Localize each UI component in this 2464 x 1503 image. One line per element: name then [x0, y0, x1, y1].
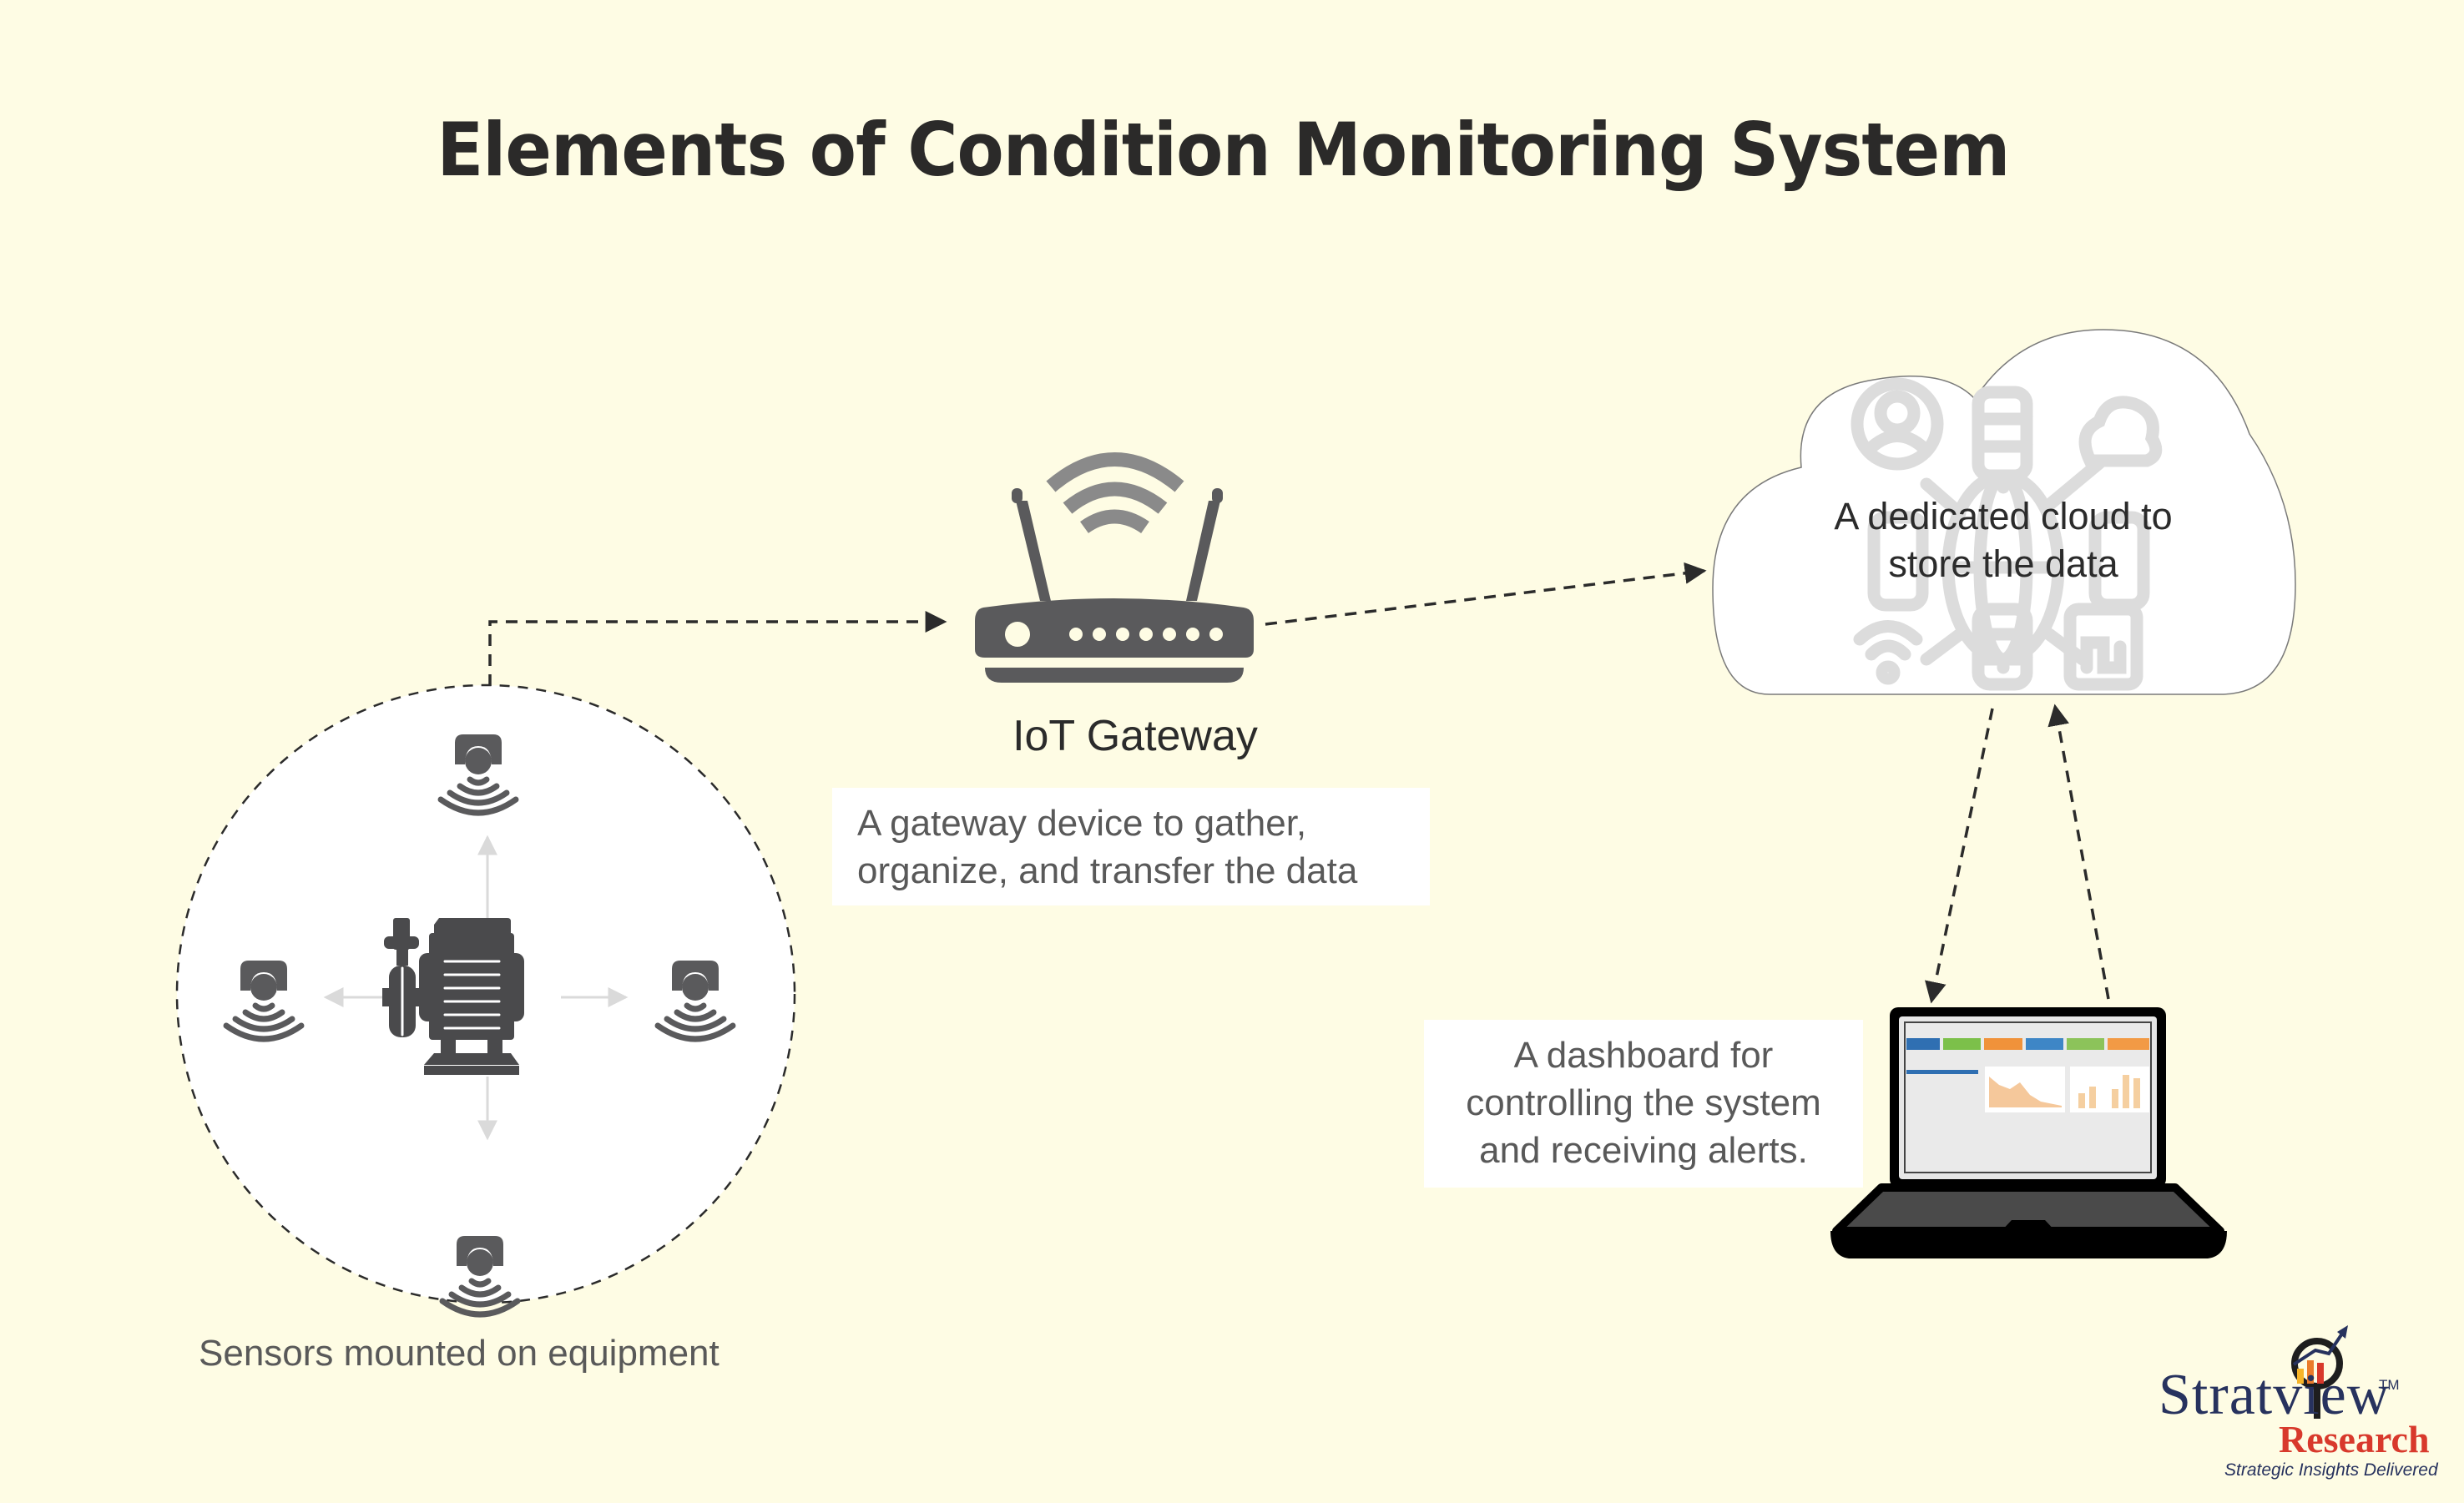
stratview-logo-icon: [2291, 1325, 2348, 1419]
motor-pump-icon: [382, 918, 524, 1075]
sensors-label: Sensors mounted on equipment: [199, 1333, 720, 1374]
cloud-description-line: store the data: [1888, 542, 2118, 585]
logo-trademark: TM: [2379, 1377, 2400, 1393]
connections: [488, 562, 2110, 1004]
logo-name: Stratview: [2159, 1363, 2391, 1427]
gateway-label: IoT Gateway: [1012, 712, 1258, 760]
dashboard-description-line: and receiving alerts.: [1479, 1130, 1808, 1171]
logo-subname: Research: [2279, 1418, 2430, 1460]
sensors-group: [175, 683, 796, 1314]
cloud-network-icon: [1712, 329, 2296, 695]
arrow-cloud-to-dashboard: [1925, 708, 1994, 1004]
dashboard-description: A dashboard for controlling the system a…: [1424, 1020, 1863, 1188]
arrow-gateway-to-cloud: [1265, 562, 1707, 626]
gateway-description-line: organize, and transfer the data: [857, 850, 1358, 891]
cloud-description-line: A dedicated cloud to: [1834, 495, 2173, 537]
wifi-router-icon: [975, 452, 1254, 683]
gateway-description: A gateway device to gather, organize, an…: [832, 788, 1430, 905]
gateway-description-line: A gateway device to gather,: [857, 803, 1307, 844]
laptop-dashboard-icon: [1830, 1007, 2227, 1258]
logo-tagline: Strategic Insights Delivered: [2224, 1460, 2438, 1480]
cloud-description: A dedicated cloud to store the data: [1761, 492, 2245, 588]
dashboard-screen: [1906, 1038, 2149, 1112]
page-title: Elements of Condition Monitoring System: [437, 107, 2010, 193]
dashboard-description-line: A dashboard for: [1513, 1035, 1774, 1076]
arrow-dashboard-to-cloud: [2047, 704, 2110, 1000]
dashboard-description-line: controlling the system: [1466, 1082, 1821, 1123]
arrow-sensors-to-gateway: [488, 611, 947, 686]
